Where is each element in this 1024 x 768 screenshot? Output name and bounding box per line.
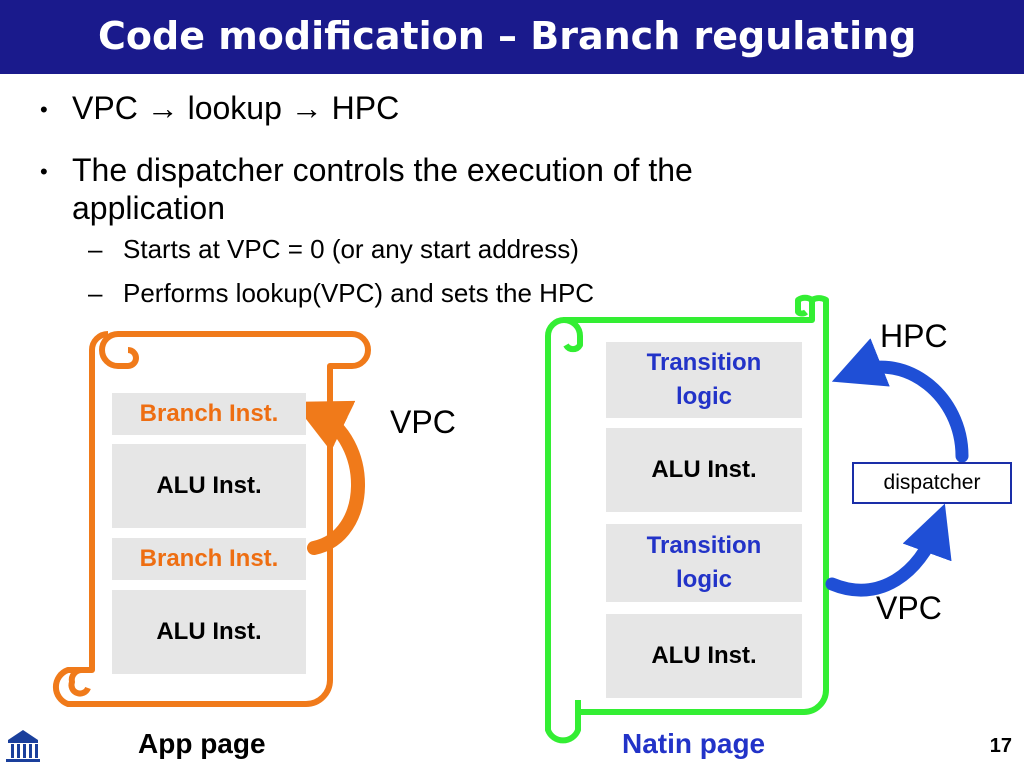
natin-transition-logic-box-1: Transition logic xyxy=(606,342,802,418)
title-bar: Code modification – Branch regulating xyxy=(0,0,1024,74)
bullet-marker: • xyxy=(40,97,48,122)
branch-arrow xyxy=(292,400,365,555)
hpc-arrow xyxy=(831,338,969,463)
box-line-1: Transition xyxy=(646,532,762,559)
natin-transition-logic-box-2: Transition logic xyxy=(606,524,802,602)
app-alu-inst-box-1: ALU Inst. xyxy=(112,444,306,528)
bullet-marker: • xyxy=(40,159,48,184)
vpc-arrow xyxy=(825,503,952,597)
sub-bullet-marker: – xyxy=(88,278,103,308)
slide-title: Code modification – Branch regulating xyxy=(98,14,917,58)
app-page-caption: App page xyxy=(138,728,266,759)
dispatcher-box: dispatcher xyxy=(852,462,1012,504)
sub-bullet-text: Starts at VPC = 0 (or any start address) xyxy=(123,234,579,264)
app-alu-inst-box-2: ALU Inst. xyxy=(112,590,306,674)
natin-alu-inst-box-1: ALU Inst. xyxy=(606,428,802,512)
hpc-label: HPC xyxy=(880,318,948,354)
page-number: 17 xyxy=(989,735,1012,757)
app-page-scroll xyxy=(52,331,371,707)
natin-page-caption: Natin page xyxy=(622,728,766,759)
sub-bullet-marker: – xyxy=(88,234,103,264)
sub-bullet-2: – Performs lookup(VPC) and sets the HPC xyxy=(0,278,1024,310)
bullet-2: • The dispatcher controls the execution … xyxy=(0,152,1024,228)
bullet-text-line-1: The dispatcher controls the execution of… xyxy=(72,152,693,188)
bullet-1: • VPC → lookup → HPC xyxy=(0,90,1024,130)
sub-bullet-1: – Starts at VPC = 0 (or any start addres… xyxy=(0,234,1024,266)
bullet-text-line-2: application xyxy=(72,190,225,226)
app-vpc-label: VPC xyxy=(390,404,456,440)
sub-bullet-text: Performs lookup(VPC) and sets the HPC xyxy=(123,278,595,308)
bullet-text: VPC → lookup → HPC xyxy=(72,90,400,126)
box-line-1: Transition xyxy=(646,349,762,376)
natin-alu-inst-box-2: ALU Inst. xyxy=(606,614,802,698)
box-line-2: logic xyxy=(675,383,732,410)
box-line-2: logic xyxy=(675,566,732,593)
university-building-icon xyxy=(6,730,40,762)
app-branch-inst-box-1: Branch Inst. xyxy=(112,393,306,435)
natin-page-scroll xyxy=(545,294,829,744)
app-branch-inst-box-2: Branch Inst. xyxy=(112,538,306,580)
natin-vpc-label: VPC xyxy=(876,590,942,626)
